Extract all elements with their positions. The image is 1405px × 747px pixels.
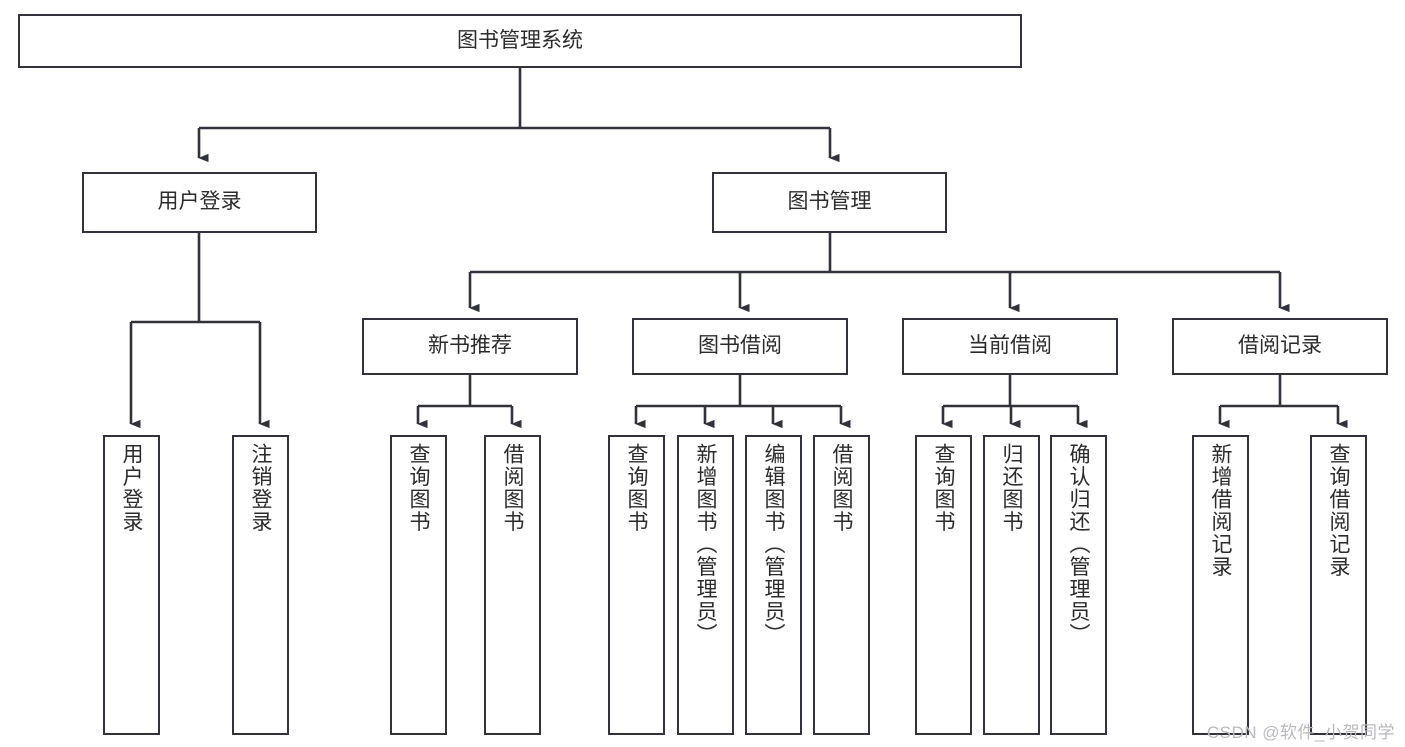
leaf-query-book-1[interactable]: 查询图书 — [390, 435, 447, 735]
leaf-add-book[interactable]: 新增图书（管理员） — [677, 435, 734, 735]
leaf-user-login[interactable]: 用户登录 — [103, 435, 160, 735]
leaf-return-book-label: 归还图书 — [1000, 443, 1023, 533]
leaf-add-record[interactable]: 新增借阅记录 — [1192, 435, 1249, 735]
node-root[interactable]: 图书管理系统 — [18, 14, 1022, 68]
node-user-login-label: 用户登录 — [157, 190, 242, 214]
leaf-edit-book-label: 编辑图书（管理员） — [762, 443, 785, 646]
node-book-borrow[interactable]: 图书借阅 — [632, 318, 848, 375]
leaf-query-book-2-label: 查询图书 — [625, 443, 648, 533]
node-new-book-recommend[interactable]: 新书推荐 — [362, 318, 578, 375]
node-book-borrow-label: 图书借阅 — [698, 334, 782, 358]
leaf-edit-book[interactable]: 编辑图书（管理员） — [745, 435, 802, 735]
leaf-query-record[interactable]: 查询借阅记录 — [1310, 435, 1367, 735]
leaf-query-book-3-label: 查询图书 — [932, 443, 955, 533]
leaf-add-book-label: 新增图书（管理员） — [694, 443, 717, 646]
node-book-manage[interactable]: 图书管理 — [712, 172, 947, 233]
node-current-borrow-label: 当前借阅 — [968, 334, 1052, 358]
node-borrow-record-label: 借阅记录 — [1238, 334, 1322, 358]
leaf-borrow-book-1-label: 借阅图书 — [501, 443, 524, 533]
leaf-query-book-2[interactable]: 查询图书 — [608, 435, 665, 735]
leaf-query-record-label: 查询借阅记录 — [1327, 443, 1350, 578]
leaf-logout-label: 注销登录 — [249, 443, 272, 533]
leaf-borrow-book-1[interactable]: 借阅图书 — [484, 435, 541, 735]
leaf-logout[interactable]: 注销登录 — [232, 435, 289, 735]
node-book-manage-label: 图书管理 — [787, 190, 872, 214]
node-new-book-recommend-label: 新书推荐 — [428, 334, 512, 358]
leaf-confirm-return-label: 确认归还（管理员） — [1067, 443, 1090, 646]
leaf-query-book-1-label: 查询图书 — [407, 443, 430, 533]
leaf-return-book[interactable]: 归还图书 — [983, 435, 1040, 735]
leaf-borrow-book-2[interactable]: 借阅图书 — [813, 435, 870, 735]
leaf-borrow-book-2-label: 借阅图书 — [830, 443, 853, 533]
node-borrow-record[interactable]: 借阅记录 — [1172, 318, 1388, 375]
leaf-user-login-label: 用户登录 — [120, 443, 143, 533]
node-current-borrow[interactable]: 当前借阅 — [902, 318, 1118, 375]
leaf-query-book-3[interactable]: 查询图书 — [915, 435, 972, 735]
node-root-label: 图书管理系统 — [457, 28, 583, 52]
leaf-confirm-return[interactable]: 确认归还（管理员） — [1050, 435, 1107, 735]
node-user-login[interactable]: 用户登录 — [82, 172, 317, 233]
leaf-add-record-label: 新增借阅记录 — [1209, 443, 1232, 578]
